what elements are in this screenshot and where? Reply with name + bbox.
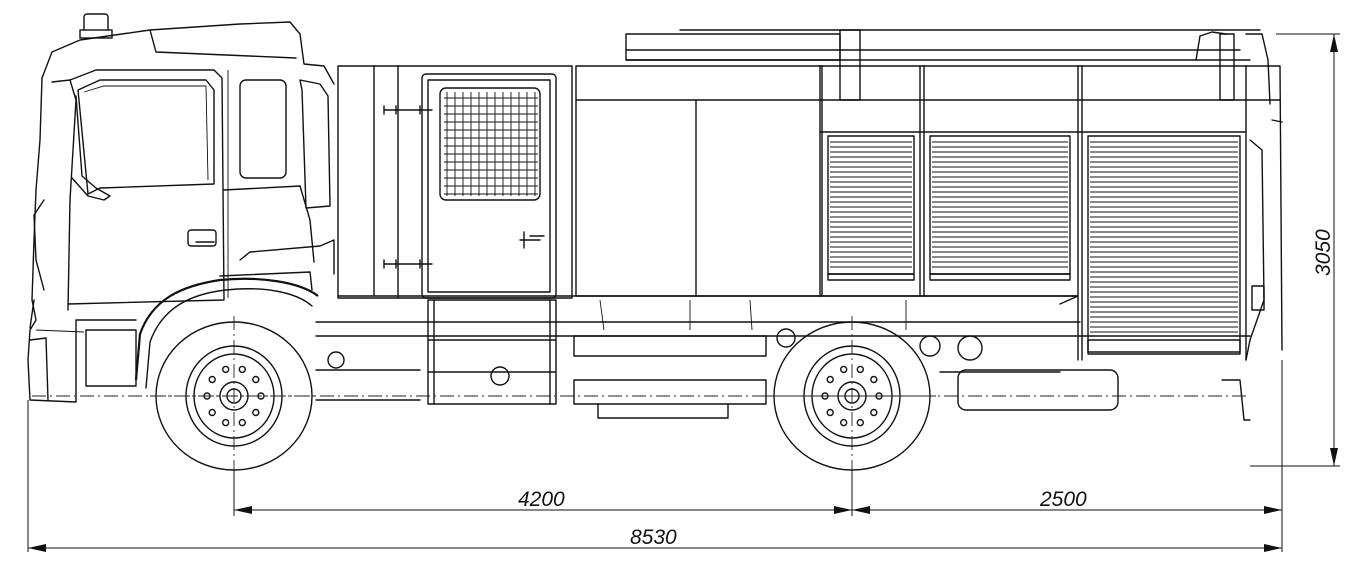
lug-nut (856, 365, 864, 374)
lug-nut (840, 418, 848, 427)
lug-nut (870, 375, 878, 384)
lug-nut (221, 418, 230, 427)
lug-nut (252, 375, 260, 384)
lug-nut (208, 408, 216, 417)
chassis (315, 299, 1251, 421)
front-wheelbase-dimension-label: 4200 (518, 488, 565, 511)
lug-nut (238, 418, 247, 427)
lug-nut (826, 375, 834, 384)
lug-nut (252, 408, 260, 417)
equipment-body (337, 29, 1283, 361)
cab (27, 13, 335, 403)
lug-nut (826, 408, 834, 417)
dimension-lines (27, 33, 1340, 552)
lug-nut (870, 408, 878, 417)
lug-nut (238, 365, 247, 374)
lug-nut (221, 365, 230, 374)
lug-nut (856, 418, 864, 427)
lug-nut (840, 365, 848, 374)
rear-overhang-dimension-label: 2500 (1039, 488, 1087, 511)
overall-height-dimension-label: 3050 (1312, 229, 1335, 276)
center-lines (32, 316, 1250, 506)
lug-nut (208, 375, 216, 384)
overall-length-dimension-label: 8530 (630, 526, 677, 549)
